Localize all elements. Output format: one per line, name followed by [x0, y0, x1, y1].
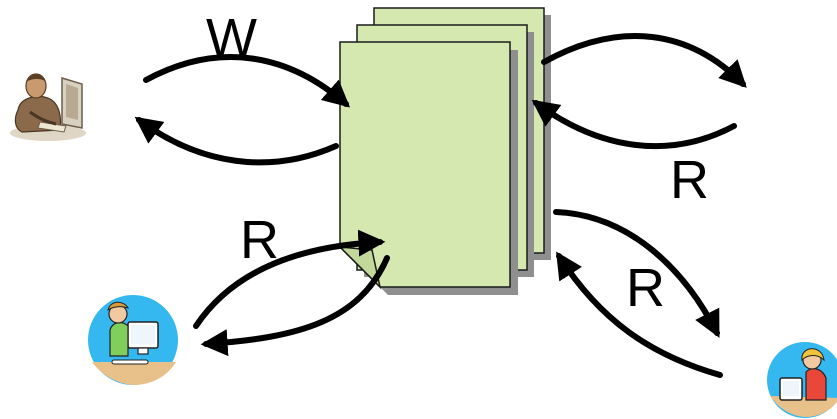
- read-arrow-left-bottom: [200, 255, 390, 357]
- read-arrow-right-bottom: [553, 209, 720, 338]
- request-arrow-left-bottom: [193, 229, 386, 329]
- boy-at-computer-icon: [88, 295, 178, 385]
- read-label-right-bottom: R: [626, 258, 665, 318]
- read-label-left-bottom: R: [240, 210, 279, 270]
- return-arrow-writer: [134, 116, 339, 166]
- request-arrow-right-bottom: [556, 251, 723, 378]
- write-label: W: [206, 8, 257, 68]
- document-folded-corner: [337, 246, 382, 290]
- businessman-at-computer-icon: [10, 73, 86, 141]
- read-label-right-top: R: [670, 150, 709, 210]
- girl-at-computer-icon: [767, 342, 837, 418]
- write-arrow: [143, 54, 351, 108]
- stacked-documents-icon: [337, 7, 551, 295]
- read-arrow-right-top: [541, 33, 747, 88]
- arrows: [134, 33, 747, 378]
- document-page-front: [337, 41, 518, 295]
- request-arrow-right-top: [531, 99, 737, 150]
